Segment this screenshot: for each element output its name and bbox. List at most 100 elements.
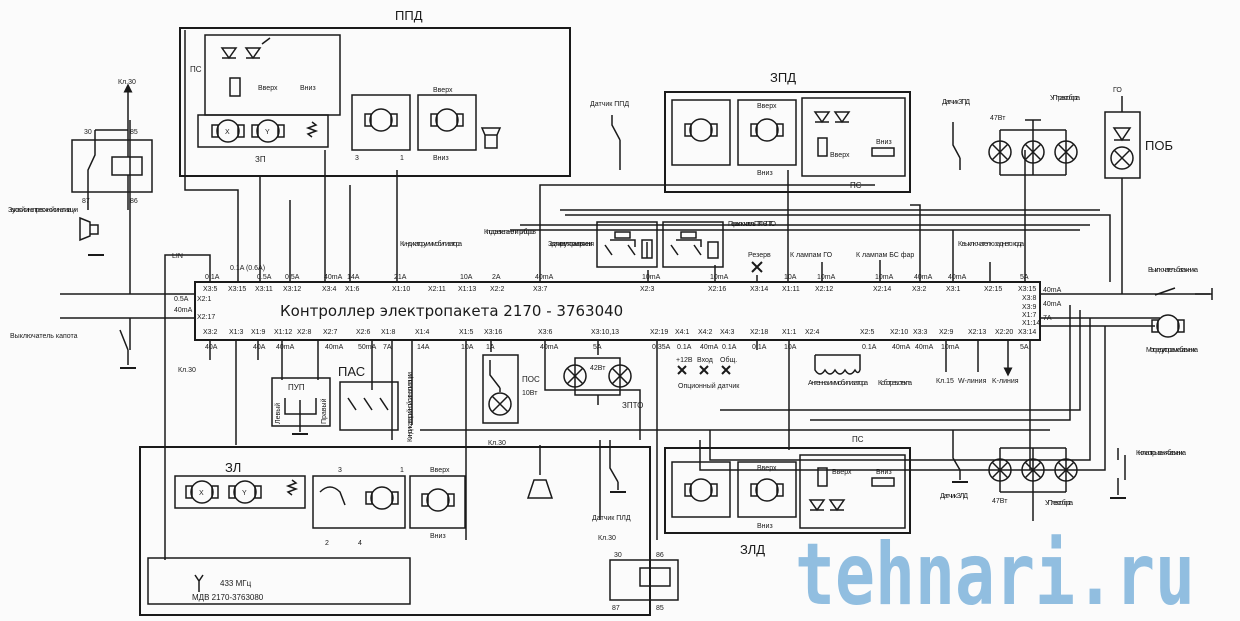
up-label: Вверх	[757, 465, 777, 472]
controller-pin: X3:15	[1018, 286, 1036, 293]
controller-pin: X1:6	[345, 286, 360, 293]
antenna-coil-icon	[814, 354, 861, 375]
controller-pin: X4:3	[720, 329, 735, 336]
block-title-ppd: ППД	[395, 8, 423, 23]
block-title-zld: ЗЛД	[740, 542, 765, 557]
controller-pin: X3:14	[750, 286, 768, 293]
kl30-label: Кл.30	[598, 535, 616, 542]
controller-pin: X1:4	[415, 329, 430, 336]
relay-pin-86: 86	[130, 198, 138, 205]
relay-pin-85: 85	[656, 605, 664, 612]
pin-current: 10A	[460, 274, 473, 281]
motor-y-label: Y	[265, 129, 270, 136]
kl30-label: Кл.30	[118, 79, 136, 86]
pin-right-current: 40mA	[1043, 301, 1062, 308]
immob-indicator-label: К индикатору иммобилизатора	[400, 240, 462, 248]
alarm-indicator-label: К индик. аварийной сигнализации	[406, 372, 414, 442]
block-title-pup: ПУП	[288, 383, 305, 392]
controller-pin: X3:14	[1018, 329, 1036, 336]
input-label: Вход	[697, 357, 713, 364]
relay-pin-85: 85	[130, 129, 138, 136]
controller-pin: X2:6	[356, 329, 371, 336]
pin-current: 7A	[383, 344, 392, 351]
horn-icon	[79, 216, 99, 242]
antenna-label: Антенна иммобилизатора	[808, 379, 868, 387]
ppd-sensor-label: Датчик ППД	[590, 101, 629, 108]
controller-pin: X2:18	[750, 329, 768, 336]
up-label: Вверх	[757, 103, 777, 110]
controller-pin: X1:12	[274, 329, 292, 336]
block-title-ps: ПС	[852, 435, 864, 444]
trunk-relay	[609, 559, 679, 601]
controller-pin: X4:1	[675, 329, 690, 336]
pin-right: X3:9	[1022, 304, 1037, 311]
horn-label: Звуковой сигнал тревожной сигнализации	[8, 206, 78, 214]
block-title-pas: ПАС	[338, 364, 365, 379]
zpd-sensor-label: Датчик ЗПД	[942, 99, 970, 106]
controller-pin: X1:10	[392, 286, 410, 293]
common-label: Общ.	[720, 356, 737, 364]
rear-right-door-block: ЗПД Вверх Вниз Вверх Вниз ПС Датчик ЗПД	[664, 70, 970, 193]
controller-pin: X2:3	[640, 286, 655, 293]
panel-light-label: К подсветке панели приборов	[484, 228, 536, 236]
pin-current: 0.5A	[285, 274, 300, 281]
block-title-pob: ПОБ	[1145, 138, 1173, 153]
controller-pin: X2:20	[995, 329, 1013, 336]
lower-annotations: +12В Вход Общ. Опционный датчик Антенна …	[271, 340, 1019, 499]
watermark: tehnari.ru	[795, 525, 1195, 621]
left-label: Левый	[274, 403, 282, 424]
pin-current: 0.1A	[722, 344, 737, 351]
kl15-label: Кл.15	[936, 378, 954, 385]
pin-right-current: 40mA	[1043, 287, 1062, 294]
plus12-label: +12В	[676, 357, 693, 364]
motor-x-label: X	[199, 490, 204, 497]
reverse-switch-label: К выключателю заднего хода	[958, 241, 1024, 248]
controller-pin: X3:16	[484, 329, 502, 336]
pin-current: 0.5A	[257, 274, 272, 281]
motor-x-label: X	[225, 129, 230, 136]
zld-sensor-label: Датчик ЗЛД	[940, 493, 968, 500]
block-title-zp: ЗП	[255, 155, 266, 164]
controller-pin: X1:1	[782, 329, 797, 336]
power-47w: 47Вт	[990, 115, 1006, 122]
pin-current: 10mA	[642, 274, 661, 281]
block-title-ps: ПС	[190, 65, 202, 74]
controller-pin: X3:4	[322, 286, 337, 293]
pin-current: 2A	[492, 274, 501, 281]
optional-sensor-label: Опционный датчик	[678, 382, 740, 390]
hood-switch-icon	[119, 329, 129, 365]
controller-pin: X2:14	[873, 286, 891, 293]
up-label: Вверх	[430, 467, 450, 474]
pin-current: 40mA	[948, 274, 967, 281]
controller-block: Контроллер электропакета 2170 - 3763040 …	[174, 265, 1062, 351]
down-label: Вниз	[876, 469, 892, 476]
controller-pin: X1:13	[458, 286, 476, 293]
top-annotations: К индикатору иммобилизатора К подсветке …	[400, 101, 1024, 273]
kl30-label: Кл.30	[488, 440, 506, 447]
power-10w: 10Вт	[522, 390, 538, 397]
pin-current: 0.35A	[652, 344, 671, 351]
down-label: Вниз	[300, 85, 316, 92]
reserve-label: Резерв	[748, 252, 771, 259]
voltage-regulator-block	[596, 221, 658, 268]
bs-lamps-label: К лампам БС фар	[856, 252, 914, 259]
controller-pin: X1:8	[381, 329, 396, 336]
terminal-2: 2	[325, 540, 329, 547]
pin-current: 10A	[784, 274, 797, 281]
right-side-lamps: 47Вт УП правого борта ГО ПОБ Выключатель…	[940, 87, 1213, 521]
controller-pin: X1:9	[251, 329, 266, 336]
horn-relay: Кл.30 30 85 87 86 Звуковой сигнал тревож…	[8, 79, 196, 374]
pin-current: 10mA	[875, 274, 894, 281]
controller-pin: X1:11	[782, 286, 800, 293]
pin-right: X1:14	[1022, 320, 1040, 327]
pin-current: 10A	[461, 344, 474, 351]
controller-pin: X2:7	[323, 329, 338, 336]
controller-pin: X3:5	[203, 286, 218, 293]
up-label: Вверх	[258, 85, 278, 92]
front-left-door-block: ЗЛ X Y Вверх Вниз 3 1 2 4 433 МГц МДВ 21…	[139, 446, 651, 616]
down-label: Вниз	[433, 155, 449, 162]
voltage-regulator-label: Задатчик регулятора напряжения	[548, 241, 594, 248]
pin-current: 14A	[347, 274, 360, 281]
antenna-icon	[194, 574, 204, 592]
relay-pin-86: 86	[656, 552, 664, 559]
